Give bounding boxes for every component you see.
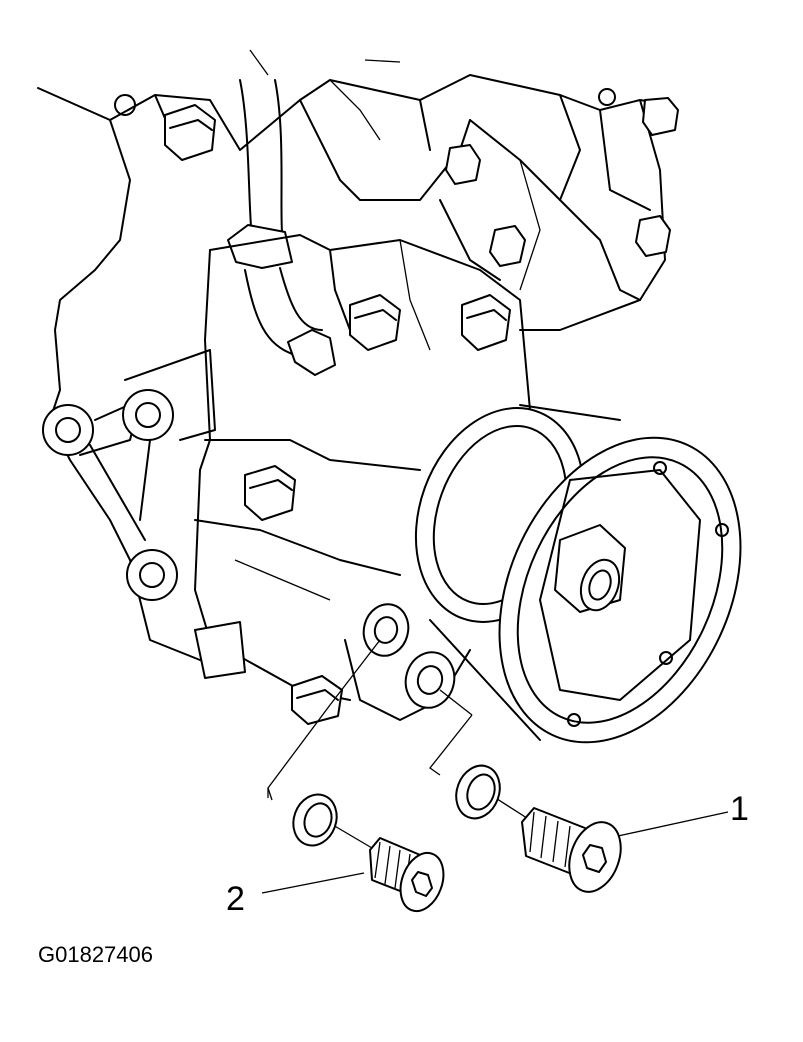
figure-id: G01827406	[38, 942, 153, 967]
callout-2-leader	[261, 872, 365, 894]
mounting-bracket	[42, 329, 216, 661]
pump-ports	[362, 603, 456, 709]
pump-body	[194, 234, 531, 721]
bolt-left	[369, 837, 445, 913]
engine-housing	[37, 49, 671, 331]
sealing-washer-right	[455, 764, 501, 820]
sealing-washer-left	[292, 793, 338, 847]
body-bolts	[164, 97, 679, 725]
pump-pulley	[414, 404, 742, 744]
bolt-right	[521, 807, 622, 893]
hose	[227, 79, 336, 376]
callout-1-leader	[617, 811, 729, 837]
callout-1-label: 1	[730, 790, 749, 828]
callout-2-label: 2	[226, 880, 245, 918]
